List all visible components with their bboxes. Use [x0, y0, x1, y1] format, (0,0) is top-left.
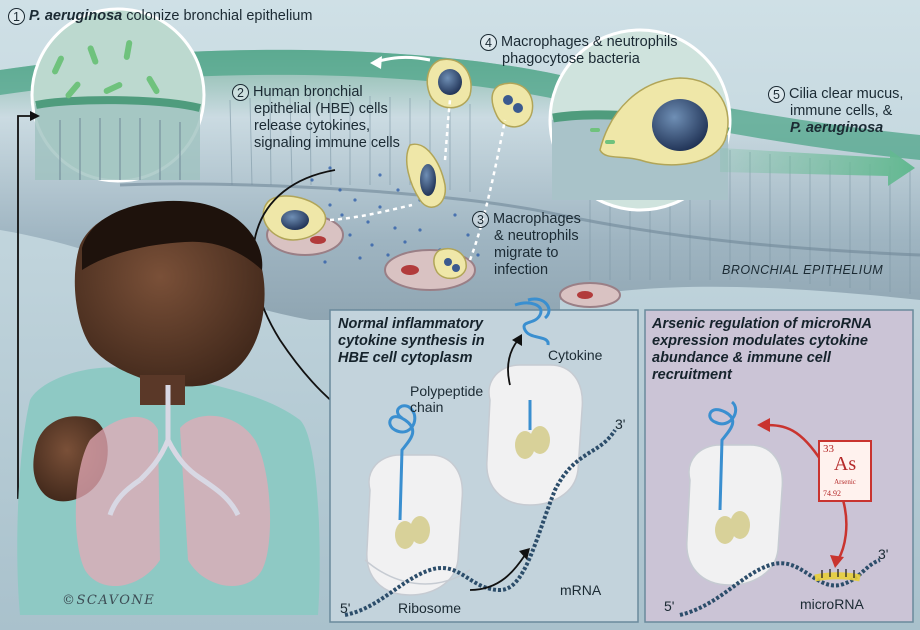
- panel-arsenic-title: Arsenic regulation of microRNA expressio…: [652, 316, 872, 384]
- inset-colonization: [32, 9, 204, 181]
- mrna-label: mRNA: [560, 582, 601, 598]
- cytokine-label: Cytokine: [548, 347, 602, 363]
- polypeptide-line-1: Polypeptide: [410, 383, 483, 399]
- panel-arsenic-title-3: abundance & immune cell: [652, 350, 872, 367]
- step-1-text: colonize bronchial epithelium: [122, 8, 312, 24]
- arsenic-three-prime-label: 3': [878, 546, 888, 562]
- element-symbol: As: [820, 453, 870, 476]
- step-2-number: 2: [232, 84, 249, 101]
- polypeptide-label: Polypeptide chain: [410, 383, 483, 415]
- artist-signature: ©SCAVONE: [62, 593, 155, 608]
- ribosome-label: Ribosome: [398, 600, 461, 616]
- step-2-line-4: signaling immune cells: [232, 135, 400, 152]
- five-prime-label: 5': [340, 600, 350, 616]
- bronchial-epithelium-label: BRONCHIAL EPITHELIUM: [722, 263, 883, 277]
- step-4-line-1: Macrophages & neutrophils: [501, 34, 678, 50]
- step-3-line-4: infection: [472, 262, 581, 279]
- panel-arsenic-title-4: recruitment: [652, 367, 872, 384]
- step-1-organism: P. aeruginosa: [29, 8, 122, 24]
- step-2-line-2: epithelial (HBE) cells: [232, 101, 400, 118]
- panel-arsenic-title-1: Arsenic regulation of microRNA: [652, 316, 872, 333]
- element-name: Arsenic: [820, 478, 870, 486]
- three-prime-label: 3': [615, 416, 625, 432]
- panel-arsenic-title-2: expression modulates cytokine: [652, 333, 872, 350]
- panel-normal-title-2: cytokine synthesis in: [338, 333, 485, 350]
- panel-normal-title-1: Normal inflammatory: [338, 316, 485, 333]
- step-1-number: 1: [8, 8, 25, 25]
- microrna-label: microRNA: [800, 596, 864, 612]
- step-3-line-2: & neutrophils: [472, 228, 581, 245]
- step-3-number: 3: [472, 211, 489, 228]
- ribosome-right: [487, 365, 583, 505]
- polypeptide-line-2: chain: [410, 399, 483, 415]
- step-3-line-1: Macrophages: [493, 211, 581, 227]
- step-5-organism: P. aeruginosa: [790, 120, 883, 136]
- step-5-line-2: immune cells, &: [768, 103, 903, 120]
- step-4-line-2: phagocytose bacteria: [480, 51, 678, 68]
- step-3-line-3: migrate to: [472, 245, 581, 262]
- step-2-line-1: Human bronchial: [253, 84, 363, 100]
- arsenic-element-tile: 33 As Arsenic 74.92: [818, 440, 872, 502]
- arsenic-five-prime-label: 5': [664, 598, 674, 614]
- step-2-line-3: release cytokines,: [232, 118, 400, 135]
- ribosome-left: [365, 455, 470, 595]
- element-mass: 74.92: [823, 489, 841, 498]
- step-5-number: 5: [768, 86, 785, 103]
- panel-normal-title: Normal inflammatory cytokine synthesis i…: [338, 316, 485, 367]
- step-5-line-1: Cilia clear mucus,: [789, 86, 903, 102]
- step-4-number: 4: [480, 34, 497, 51]
- panel-normal-title-3: HBE cell cytoplasm: [338, 350, 485, 367]
